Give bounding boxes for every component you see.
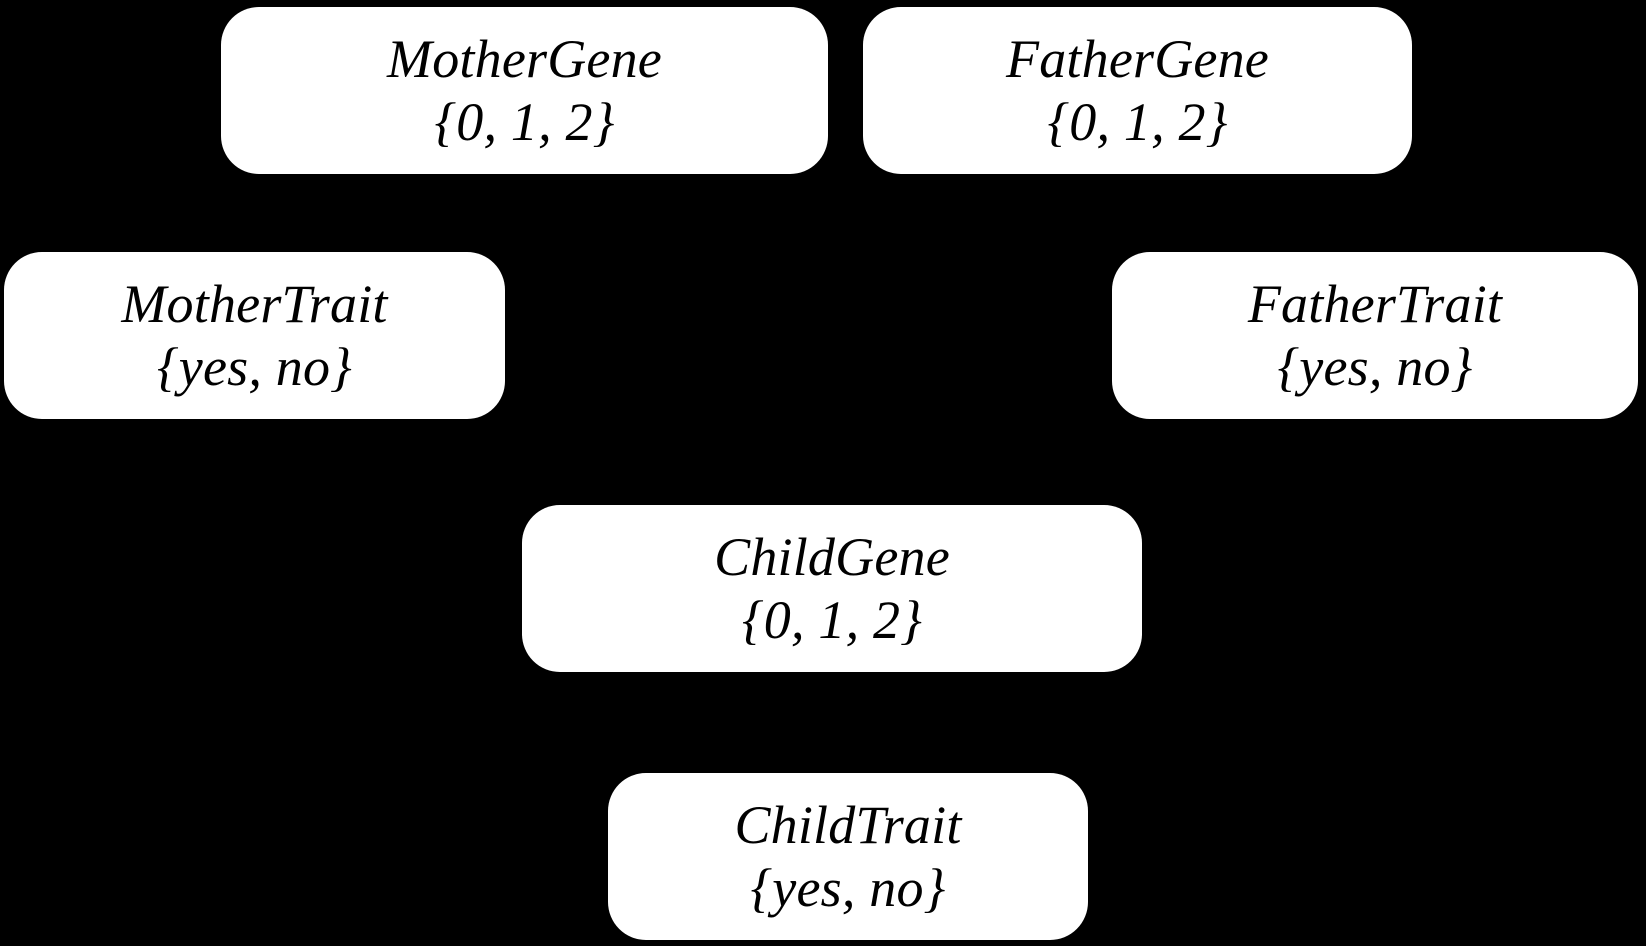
- node-mother-gene[interactable]: MotherGene {0, 1, 2}: [221, 7, 828, 174]
- node-father-gene[interactable]: FatherGene {0, 1, 2}: [863, 7, 1412, 174]
- node-father-gene-label: FatherGene: [1006, 29, 1269, 90]
- node-mother-gene-label: MotherGene: [387, 29, 662, 90]
- node-father-gene-domain: {0, 1, 2}: [1047, 91, 1228, 152]
- node-father-trait-label: FatherTrait: [1247, 274, 1503, 335]
- node-child-trait-label: ChildTrait: [734, 795, 962, 856]
- node-child-trait-domain: {yes, no}: [750, 857, 946, 918]
- node-child-gene-domain: {0, 1, 2}: [742, 589, 922, 650]
- node-mother-trait-domain: {yes, no}: [157, 336, 352, 397]
- node-child-gene-label: ChildGene: [714, 527, 950, 588]
- node-child-trait[interactable]: ChildTrait {yes, no}: [608, 773, 1088, 940]
- node-father-trait-domain: {yes, no}: [1277, 336, 1473, 397]
- node-child-gene[interactable]: ChildGene {0, 1, 2}: [522, 505, 1142, 672]
- node-mother-trait[interactable]: MotherTrait {yes, no}: [4, 252, 505, 419]
- node-father-trait[interactable]: FatherTrait {yes, no}: [1112, 252, 1638, 419]
- node-mother-gene-domain: {0, 1, 2}: [434, 91, 615, 152]
- node-mother-trait-label: MotherTrait: [121, 274, 388, 335]
